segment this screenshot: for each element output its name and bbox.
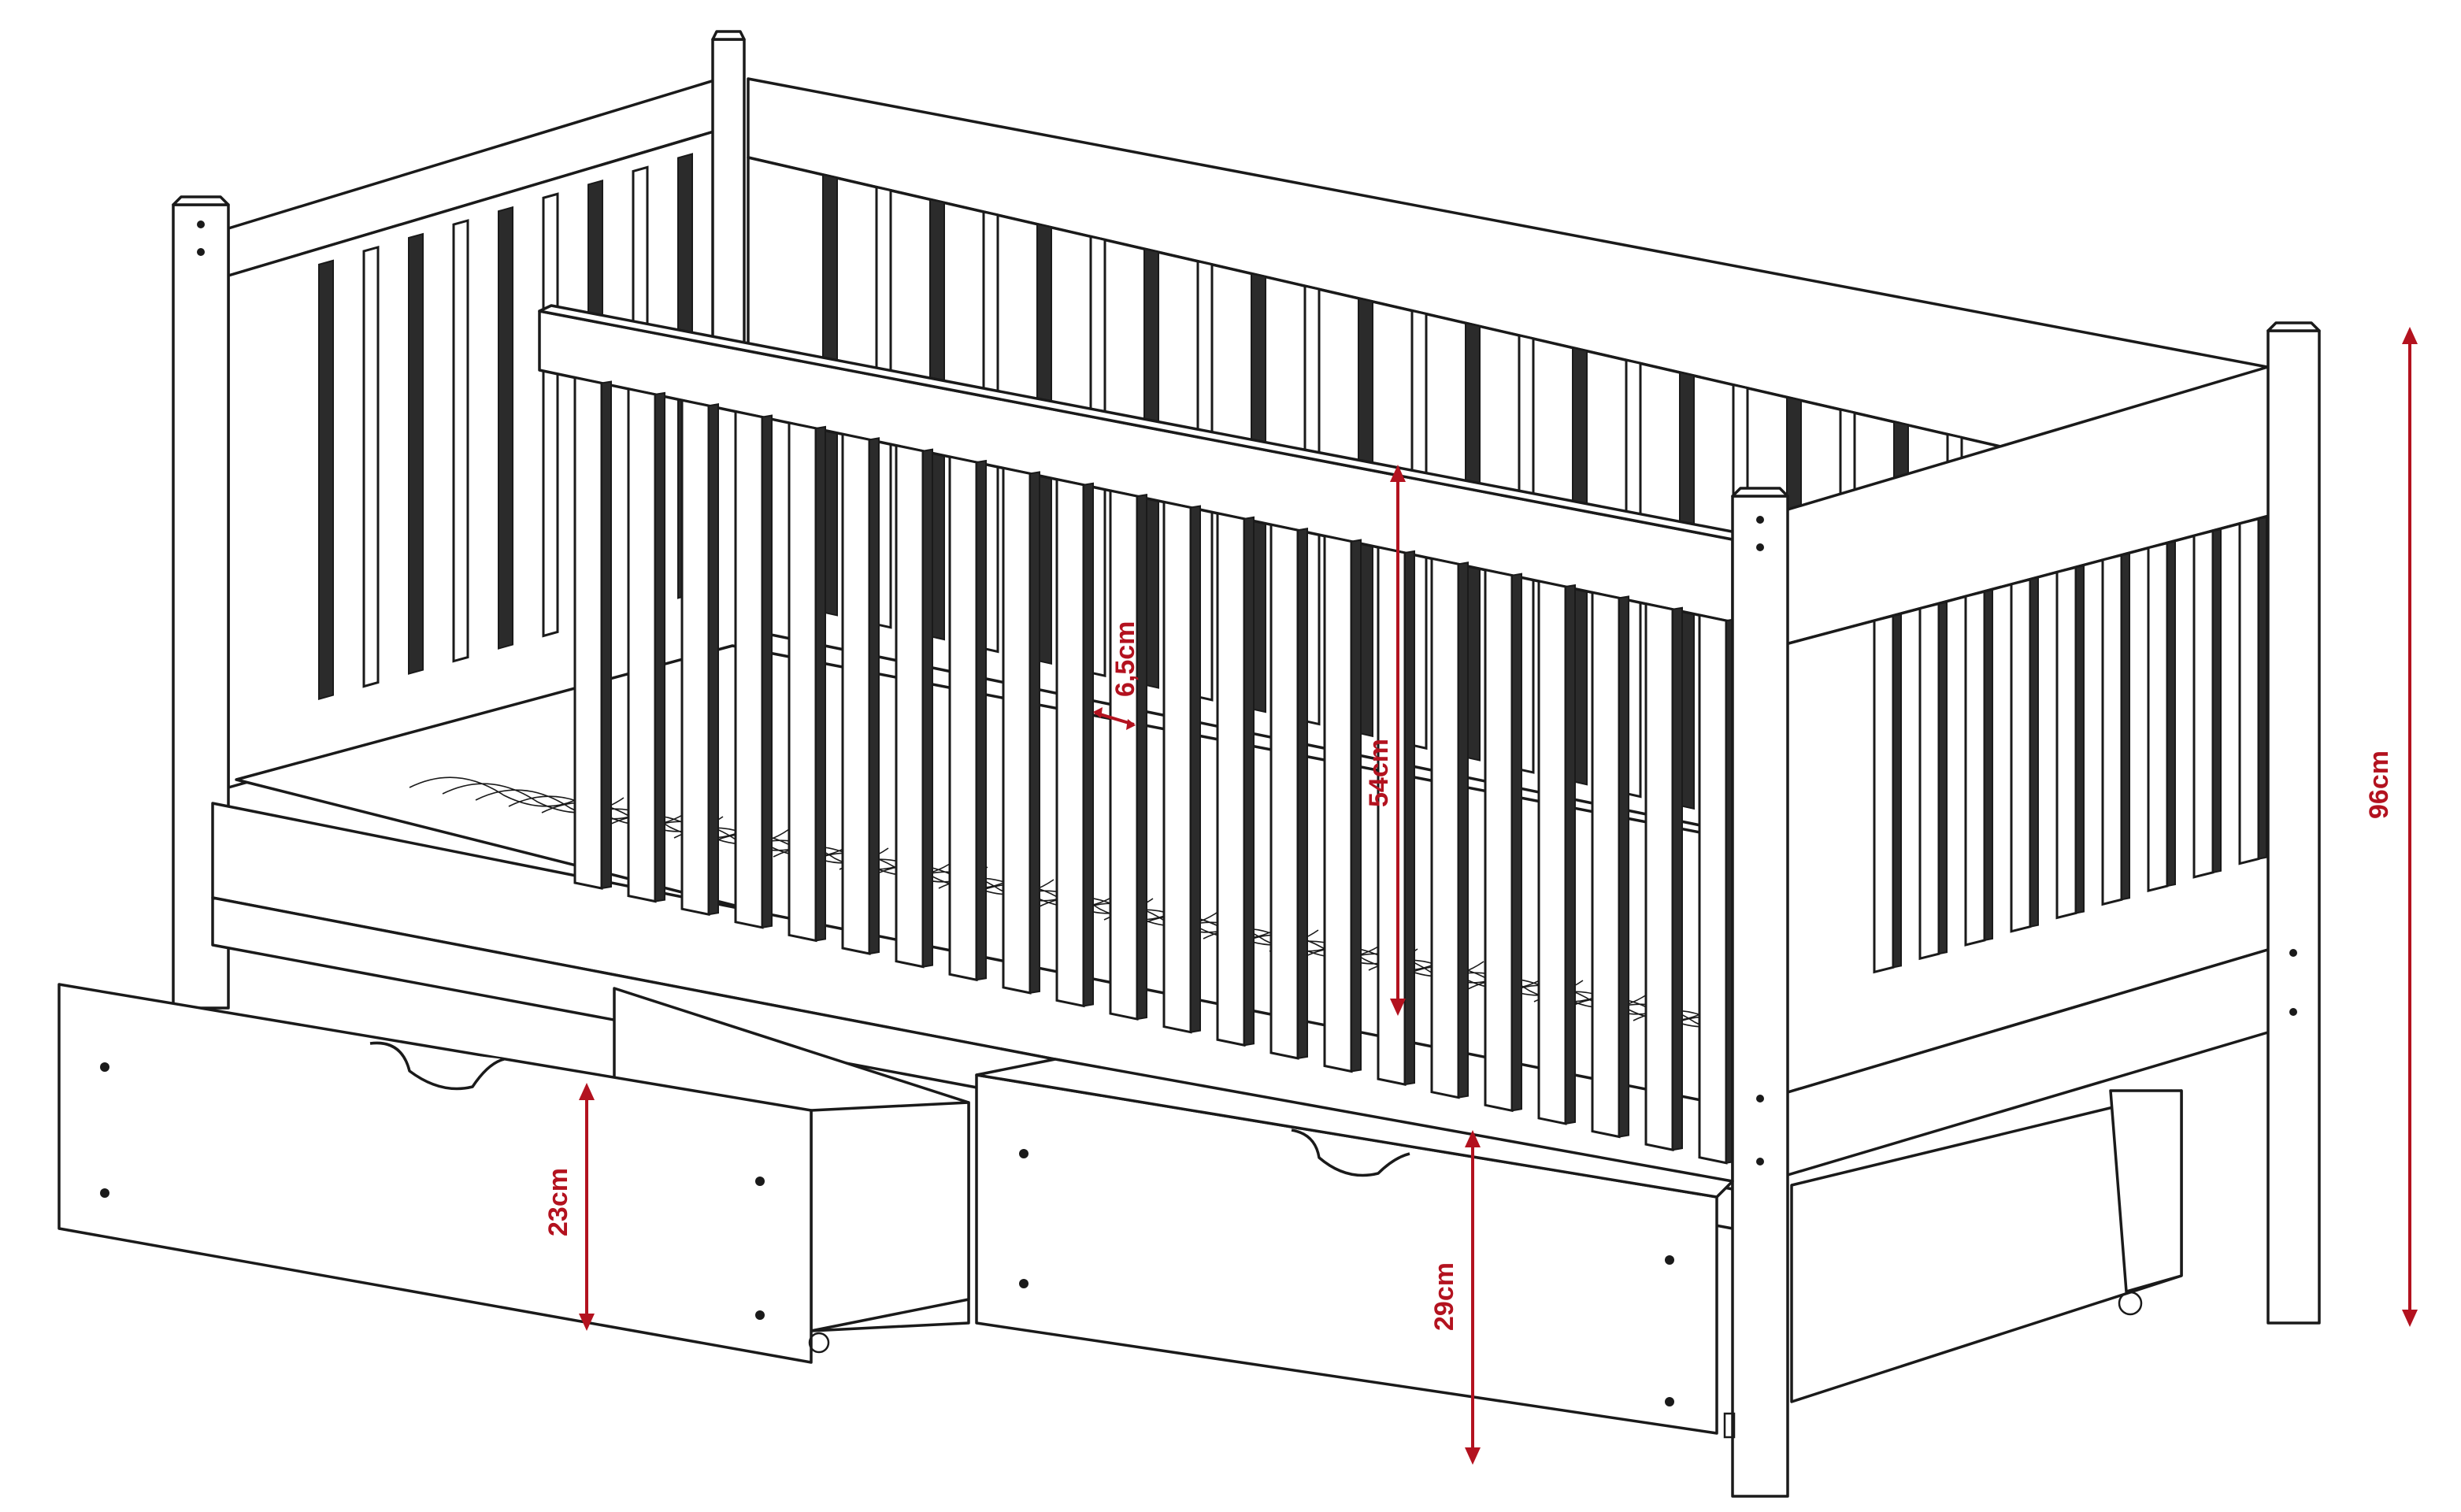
front-slat [1216, 512, 1246, 1047]
headboard-slat [542, 192, 559, 638]
headboard-slat [318, 259, 334, 700]
headboard-slat [498, 206, 513, 650]
front-slat [948, 455, 978, 982]
end-slat [2192, 529, 2215, 879]
front-slat-side [601, 380, 612, 890]
end-slat [1964, 590, 1986, 947]
front-slat [734, 410, 764, 929]
end-slat [2147, 541, 2169, 892]
end-slat-side [1984, 589, 1993, 942]
end-slat [1873, 614, 1895, 974]
end-slat [2238, 517, 2260, 865]
front-slat [1002, 466, 1032, 995]
front-slat-side [815, 425, 826, 942]
front-slat-side [1243, 516, 1255, 1047]
headboard-slat [362, 245, 380, 688]
right-end-slats [1873, 516, 2267, 974]
end-slat-side [1892, 613, 1902, 969]
front-slat [680, 398, 710, 917]
front-slat [1644, 602, 1674, 1151]
front-right-post [1731, 487, 1789, 1498]
dim-rail-height: 54cm [1364, 465, 1406, 1016]
front-slat-side [1565, 584, 1576, 1125]
headboard-slat [452, 219, 469, 663]
rail-height-label: 54cm [1364, 739, 1394, 807]
dim-right-drawer: 29cm [1429, 1130, 1481, 1465]
front-slat-side [1458, 561, 1469, 1099]
right-drawer [975, 1058, 1736, 1439]
front-slat-side [1351, 539, 1362, 1073]
front-slat [1055, 477, 1085, 1008]
front-slat-side [1136, 493, 1147, 1021]
left-drawer [57, 983, 970, 1364]
front-slat-side [654, 391, 665, 902]
dim-total-height: 96cm [2364, 327, 2418, 1327]
rear-drawer [1790, 1089, 2183, 1403]
front-slat [1698, 613, 1728, 1165]
end-slat [1918, 602, 1940, 961]
slat-gap-label: 6,5cm [1110, 621, 1140, 697]
rear-right-post [2266, 321, 2321, 1325]
right-drawer-label: 29cm [1429, 1262, 1459, 1331]
front-slats [573, 376, 1736, 1165]
front-slat [1430, 557, 1460, 1099]
dim-slat-gap: 6,5cm [1093, 621, 1140, 730]
end-slat [2101, 554, 2123, 906]
front-slat-side [708, 403, 719, 916]
end-slat-side [2121, 552, 2130, 901]
dim-left-drawer: 23cm [543, 1083, 595, 1331]
front-slat-side [976, 459, 987, 981]
front-slat-side [1672, 606, 1683, 1151]
front-slat-side [1404, 550, 1415, 1086]
total-height-label: 96cm [2364, 750, 2394, 819]
end-slat-side [2258, 516, 2267, 860]
end-slat-side [2166, 540, 2176, 888]
headboard-slat [408, 232, 424, 675]
end-slat [2055, 565, 2077, 920]
front-slat-side [1029, 471, 1040, 995]
front-slat [1591, 591, 1621, 1139]
mattress-texture [409, 776, 591, 807]
front-slat [573, 376, 603, 890]
front-slat-side [1297, 528, 1308, 1060]
front-slat-side [869, 437, 880, 955]
front-slat-side [1190, 505, 1201, 1033]
end-slat-side [2029, 576, 2039, 928]
front-slat [627, 387, 657, 903]
end-slat-side [2212, 528, 2222, 874]
end-slat-side [1938, 601, 1948, 955]
front-slat [1162, 500, 1192, 1034]
front-slat [1537, 580, 1567, 1125]
front-slat-side [762, 414, 773, 928]
end-slat-side [2075, 565, 2085, 914]
front-slat [1484, 568, 1514, 1113]
front-slat-side [1511, 573, 1522, 1112]
front-slat [788, 421, 817, 943]
front-slat-side [922, 448, 933, 968]
front-slat [1269, 523, 1299, 1060]
front-slat [841, 432, 871, 955]
end-slat [2010, 577, 2032, 933]
left-drawer-label: 23cm [543, 1168, 573, 1236]
front-slat [1323, 534, 1353, 1073]
front-slat [895, 443, 925, 969]
front-slat-side [1083, 482, 1094, 1007]
front-slat-side [1618, 595, 1629, 1138]
front-slat [1109, 489, 1139, 1021]
